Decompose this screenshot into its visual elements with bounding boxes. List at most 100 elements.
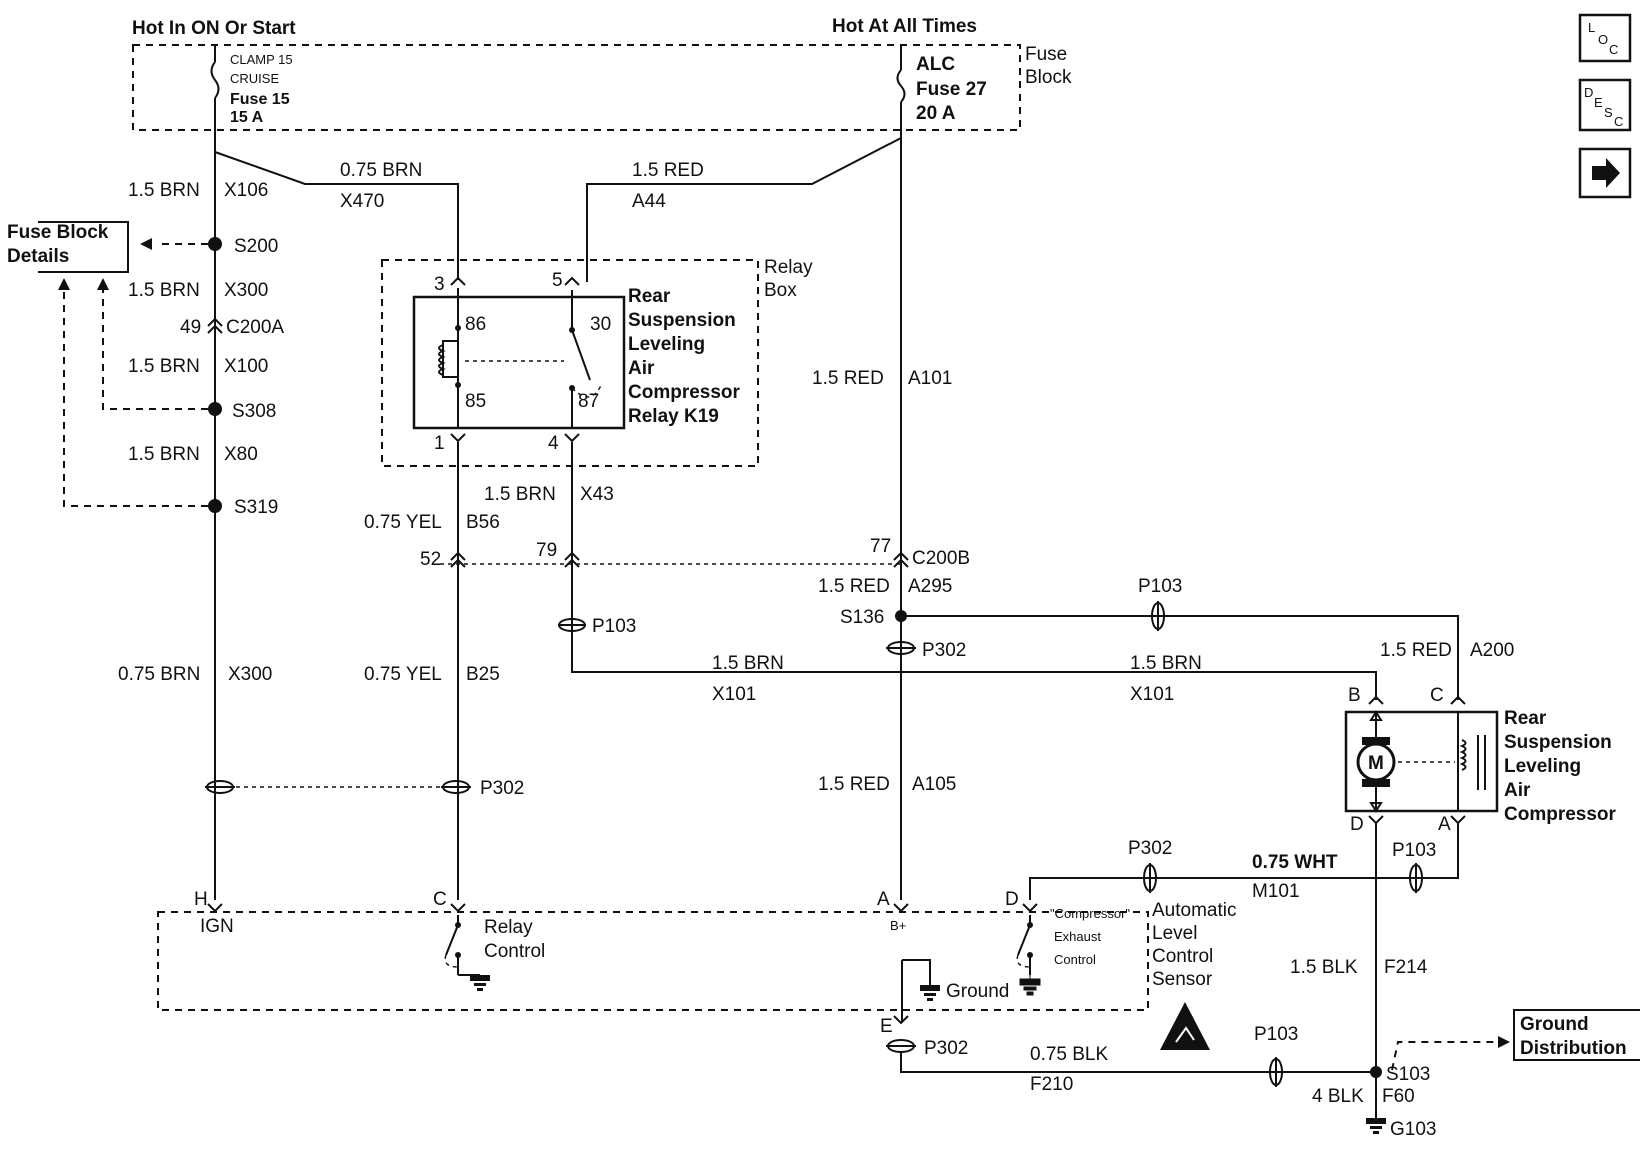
a101-id: A101	[908, 368, 952, 389]
x43-gauge: 1.5 BRN	[484, 484, 556, 505]
x106-gauge: 1.5 BRN	[128, 180, 200, 201]
fuse-block-label-1: Fuse	[1025, 44, 1067, 65]
x101b-gauge: 1.5 BRN	[1130, 653, 1202, 674]
relay-term-86: 86	[465, 314, 486, 335]
fuse27-rating: 20 A	[916, 103, 956, 124]
fuse15-rating: 15 A	[230, 109, 264, 126]
alc-feed-circuit: 1.5 RED A101 77 C200B 1.5 RED A295 S136 …	[812, 130, 1514, 900]
c200b-pin-79: 79	[536, 540, 557, 561]
comp-name-4: Air	[1504, 780, 1531, 801]
relay-name-4: Air	[628, 358, 655, 379]
a295-gauge: 1.5 RED	[818, 576, 890, 597]
ground-circuit: E P302 P103 0.75 BLK F210 S103 4 BLK F60…	[880, 1009, 1640, 1140]
a200-id: A200	[1470, 640, 1514, 661]
s319-label: S319	[234, 497, 278, 518]
p103-connector-m101	[1409, 863, 1423, 893]
exhaust-1: "Compressor"	[1050, 906, 1130, 921]
p103b-label: P103	[1138, 576, 1182, 597]
relay-pin-4: 4	[548, 433, 559, 454]
b25-id: B25	[466, 664, 500, 685]
f210-gauge: 0.75 BLK	[1030, 1044, 1108, 1065]
relay-output-wires: 0.75 YEL B56 1.5 BRN X43 52 79 P103 0.75…	[364, 442, 1377, 900]
sensor-name-3: Control	[1152, 946, 1213, 967]
comp-name-1: Rear	[1504, 708, 1547, 729]
left-ign-circuit: 1.5 BRN X106 S200 1.5 BRN X300 49 C200A …	[118, 130, 459, 900]
desc-d: D	[1584, 85, 1593, 100]
relay-pin-1: 1	[434, 433, 445, 454]
right-arrow-icon	[1592, 158, 1620, 188]
x106-id: X106	[224, 180, 268, 201]
ground-distribution-ref[interactable]: Ground Distribution	[1513, 1009, 1640, 1061]
comp-pin-c: C	[1430, 685, 1444, 706]
sensor-name-4: Sensor	[1152, 969, 1213, 990]
desc-button[interactable]: D E S C	[1578, 78, 1632, 132]
p103-connector-x43	[558, 618, 586, 632]
relay-box-label-1: Relay	[764, 257, 813, 278]
x300-id: X300	[224, 280, 268, 301]
ground-icon-g103	[1366, 1118, 1386, 1134]
air-compressor: M B C D A Rear Suspension Leveling Air C…	[1344, 685, 1617, 835]
relay-control-2: Control	[484, 941, 545, 962]
comp-pin-a: A	[1438, 814, 1451, 835]
x43-id: X43	[580, 484, 614, 505]
loc-o: O	[1598, 32, 1608, 47]
f210-id: F210	[1030, 1074, 1073, 1095]
x100-id: X100	[224, 356, 268, 377]
relay-term-87: 87	[578, 391, 599, 412]
p103d-label: P103	[1254, 1024, 1298, 1045]
sensor-name-2: Level	[1152, 923, 1197, 944]
comp-name-3: Leveling	[1504, 756, 1581, 777]
sensor-ground: Ground	[946, 981, 1009, 1002]
f214-gauge: 1.5 BLK	[1290, 957, 1358, 978]
relay-term-85: 85	[465, 391, 486, 412]
c200a-label: C200A	[226, 317, 284, 338]
relay-name-2: Suspension	[628, 310, 736, 331]
x101b-id: X101	[1130, 684, 1174, 705]
relay-box-label-2: Box	[764, 280, 797, 301]
motor-symbol: M	[1368, 753, 1384, 774]
x80-gauge: 1.5 BRN	[128, 444, 200, 465]
compressor-return-wires: P302 P103 0.75 WHT M101 1.5 BLK F214	[1029, 823, 1459, 1100]
m101-gauge: 0.75 WHT	[1252, 852, 1338, 873]
b56-gauge: 0.75 YEL	[364, 512, 442, 533]
comp-pin-d: D	[1350, 814, 1364, 835]
exhaust-2: Exhaust	[1054, 929, 1101, 944]
desc-s: S	[1604, 105, 1613, 120]
relay-term-30: 30	[590, 314, 611, 335]
fuse-27: ALC Fuse 27 20 A	[896, 45, 987, 130]
relay-name-1: Rear	[628, 286, 671, 307]
b56-id: B56	[466, 512, 500, 533]
relay-name-3: Leveling	[628, 334, 705, 355]
ground-icon	[470, 975, 490, 991]
hot-at-all-times-label: Hot At All Times	[832, 16, 977, 37]
c200b-pin-77: 77	[870, 536, 891, 557]
x300b-gauge: 0.75 BRN	[118, 664, 200, 685]
loc-c: C	[1609, 42, 1618, 57]
fuse-block-details-ref[interactable]: Fuse Block Details	[7, 221, 208, 507]
fuse27-name: Fuse 27	[916, 79, 987, 100]
a295-id: A295	[908, 576, 952, 597]
ground-icon-internal	[920, 985, 940, 1001]
a44-wire	[586, 137, 902, 282]
fuse-details-1: Fuse Block	[7, 222, 109, 243]
esd-warning-icon	[1160, 1002, 1210, 1050]
c200b-pin-52: 52	[420, 549, 441, 570]
p302-connector-a105	[886, 641, 916, 655]
p302a-label: P302	[922, 640, 966, 661]
next-button[interactable]	[1578, 147, 1632, 199]
p302d-label: P302	[924, 1038, 968, 1059]
p302b-label: P302	[480, 778, 524, 799]
s308-label: S308	[232, 401, 276, 422]
p302c-label: P302	[1128, 838, 1172, 859]
a105-gauge: 1.5 RED	[818, 774, 890, 795]
a101-gauge: 1.5 RED	[812, 368, 884, 389]
a200-gauge: 1.5 RED	[1380, 640, 1452, 661]
fuse15-clamp: CLAMP 15	[230, 52, 293, 67]
comp-name-2: Suspension	[1504, 732, 1612, 753]
exhaust-3: Control	[1054, 952, 1096, 967]
relay-pin-5: 5	[552, 270, 563, 291]
s200-label: S200	[234, 236, 278, 257]
p302-connector-f210	[886, 1039, 916, 1053]
loc-button[interactable]: L O C	[1578, 13, 1632, 63]
